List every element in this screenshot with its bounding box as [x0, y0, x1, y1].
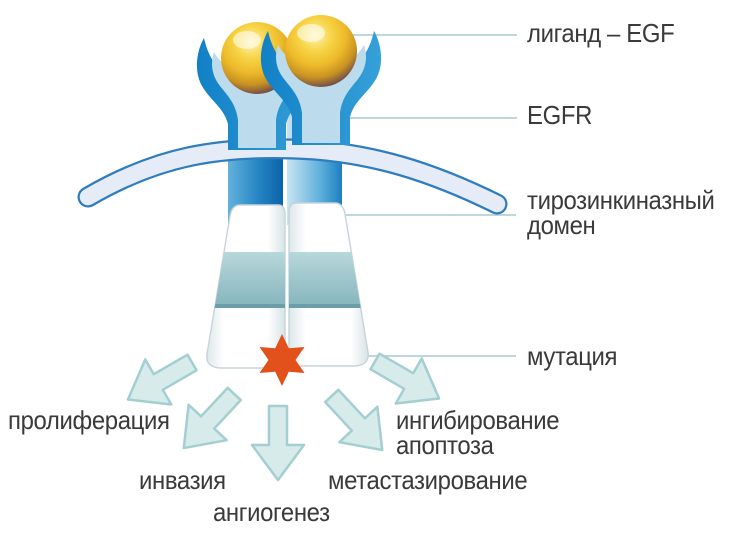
arrow-invasion	[182, 386, 243, 450]
cell-membrane-fill	[79, 140, 506, 213]
label-mutation: мутация	[527, 341, 618, 371]
label-metastasis: метастазирование	[328, 465, 528, 495]
ligand-highlight-left	[233, 31, 261, 49]
label-apoptosis-line1: ингибирование	[396, 405, 560, 435]
arrow-metastasis	[323, 388, 384, 452]
ligand-highlight-right	[297, 24, 325, 42]
label-ligand-egf: лиганд – EGF	[527, 18, 675, 48]
label-tk-domain-line1: тирозинкиназный	[527, 185, 715, 215]
label-angiogenesis: ангиогенез	[213, 497, 330, 527]
kinase-band-edge	[206, 304, 369, 308]
label-tk-domain: тирозинкиназный домен	[527, 185, 715, 240]
label-proliferation: пролиферация	[8, 405, 170, 435]
arrow-proliferation	[126, 353, 198, 406]
tyrosine-kinase-domain	[206, 202, 369, 369]
label-apoptosis-line2: апоптоза	[396, 430, 494, 460]
label-invasion: инвазия	[139, 465, 226, 495]
arrow-apoptosis-inhibition	[369, 352, 441, 405]
label-egfr: EGFR	[527, 100, 592, 130]
label-tk-domain-line2: домен	[527, 210, 596, 240]
kinase-activation-band	[206, 252, 369, 308]
signal-arrows	[126, 352, 441, 482]
arrow-angiogenesis	[250, 404, 306, 482]
cell-membrane	[77, 138, 508, 215]
label-apoptosis-inhibition: ингибирование апоптоза	[396, 405, 560, 460]
mutation-star-icon	[259, 334, 305, 386]
egf-ligand-sphere-right	[285, 15, 357, 87]
